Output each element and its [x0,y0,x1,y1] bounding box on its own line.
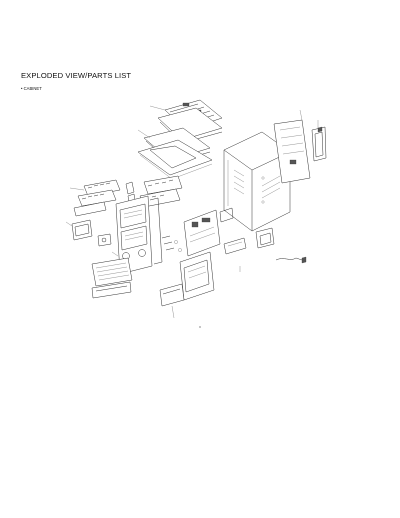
left-small-parts [71,219,112,247]
bottom-bracket [159,283,185,307]
power-cord [275,256,307,264]
terminal-parts-right [223,227,275,255]
back-panel [273,119,311,184]
leader-lines [65,105,319,319]
chassis-plates [137,127,213,180]
cabinet-box [223,131,291,232]
section-label: • CABINET [21,86,42,91]
front-panel [115,195,163,275]
lower-grille [91,257,133,299]
tape-mechanism-left [73,179,121,217]
lower-board [179,251,215,301]
main-pcb [183,207,234,257]
bracket-right [311,126,327,162]
connector-cluster [161,235,182,252]
center-dot [199,326,201,328]
page-title: EXPLODED VIEW/PARTS LIST [21,71,132,80]
